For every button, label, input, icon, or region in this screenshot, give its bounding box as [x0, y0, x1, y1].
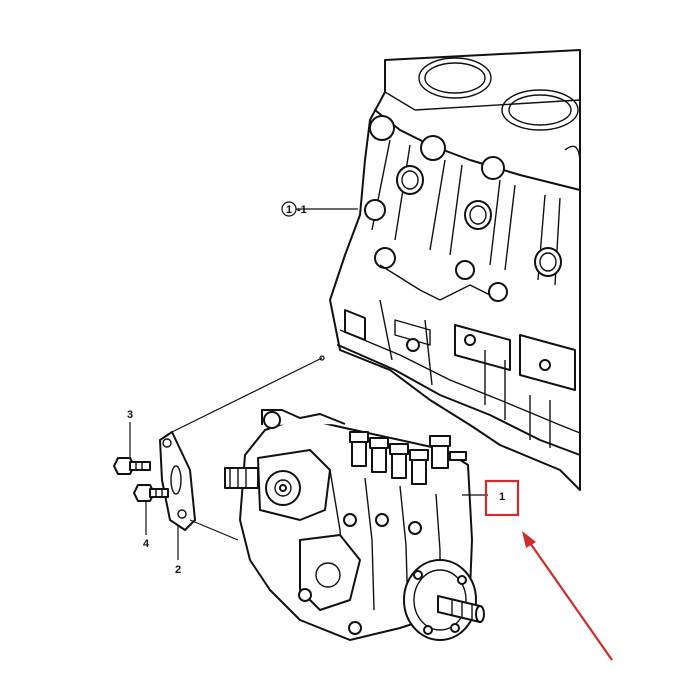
- callout-pump: 1: [499, 491, 505, 503]
- bolt-lower: [133, 484, 169, 502]
- callout-gasket: 2: [175, 564, 181, 576]
- gasket: [159, 431, 196, 531]
- solenoid: [224, 467, 259, 489]
- leader-lines: [129, 208, 488, 560]
- callout-bolt-lower: 4: [143, 538, 150, 550]
- block-boss: [369, 115, 395, 141]
- callout-block: 1 -1: [281, 201, 307, 217]
- delivery-valves: [349, 431, 467, 485]
- callout-circle: [281, 201, 297, 217]
- block-port: [396, 165, 424, 195]
- bolt-upper: [113, 457, 151, 475]
- cylinder-bore: [418, 57, 492, 99]
- highlight-box: [484, 479, 520, 517]
- red-arrow: [522, 531, 613, 661]
- callout-bolt-upper: 3: [127, 409, 133, 421]
- cylinder-bore: [501, 89, 579, 131]
- callout-block-number: 1: [286, 204, 292, 216]
- engine-block: [329, 49, 581, 491]
- injection-pump: [224, 409, 485, 641]
- callout-block-suffix: -1: [297, 204, 307, 216]
